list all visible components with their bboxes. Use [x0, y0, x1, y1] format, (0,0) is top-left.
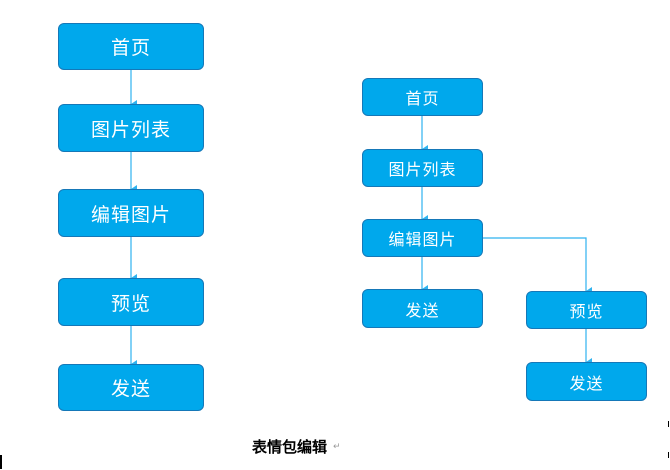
- right-node-home: 首页: [362, 78, 483, 116]
- connector-right-edit-to-preview: [483, 237, 592, 295]
- left-node-edit-image: 编辑图片: [58, 189, 204, 237]
- margin-tick-mark: [668, 421, 669, 427]
- text-cursor-mark: [0, 455, 2, 469]
- right-node-send-after-preview: 发送: [526, 362, 647, 401]
- right-node-image-list: 图片列表: [362, 149, 483, 187]
- margin-tick-mark: [668, 452, 669, 458]
- paragraph-return-icon: ↵: [333, 442, 341, 452]
- right-node-edit-image: 编辑图片: [362, 219, 483, 257]
- right-node-send: 发送: [362, 289, 483, 328]
- diagram-caption: 表情包编辑: [252, 438, 328, 456]
- left-node-preview: 预览: [58, 278, 204, 326]
- left-node-send: 发送: [58, 364, 204, 411]
- right-node-preview: 预览: [526, 291, 647, 329]
- left-node-image-list: 图片列表: [58, 104, 204, 152]
- left-node-home: 首页: [58, 23, 204, 70]
